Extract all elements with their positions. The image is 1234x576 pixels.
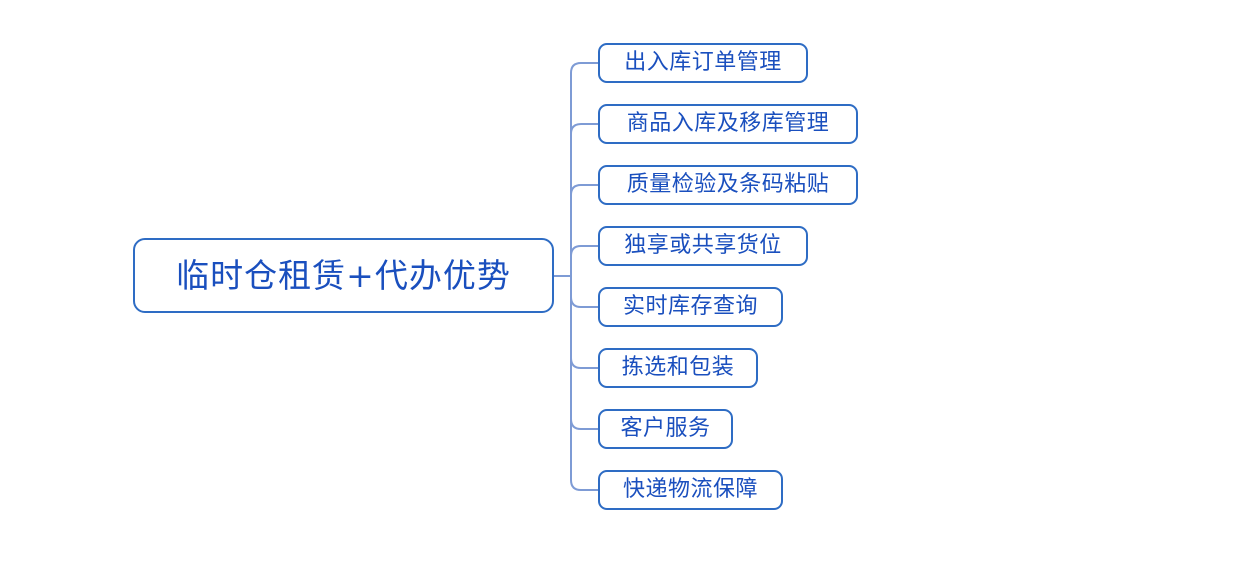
branch-node[interactable]: 独享或共享货位 bbox=[598, 226, 808, 266]
branch-node-label: 商品入库及移库管理 bbox=[626, 111, 830, 136]
branch-node-label: 快递物流保障 bbox=[622, 477, 758, 502]
branch-node[interactable]: 商品入库及移库管理 bbox=[598, 104, 858, 144]
branch-node[interactable]: 拣选和包装 bbox=[598, 348, 758, 388]
branch-node[interactable]: 快递物流保障 bbox=[598, 470, 783, 510]
branch-node-label: 出入库订单管理 bbox=[624, 50, 782, 75]
branch-node-label: 独享或共享货位 bbox=[624, 233, 782, 258]
branch-node[interactable]: 客户服务 bbox=[598, 409, 733, 449]
root-node[interactable]: 临时仓租赁+代办优势 bbox=[133, 238, 554, 313]
branch-node-label: 客户服务 bbox=[620, 416, 711, 441]
branch-node-label: 质量检验及条码粘贴 bbox=[626, 172, 830, 197]
root-node-label: 临时仓租赁+代办优势 bbox=[176, 256, 511, 295]
branch-node[interactable]: 实时库存查询 bbox=[598, 287, 783, 327]
branch-node[interactable]: 质量检验及条码粘贴 bbox=[598, 165, 858, 205]
branch-node-label: 拣选和包装 bbox=[621, 355, 735, 380]
branch-node-label: 实时库存查询 bbox=[622, 294, 758, 319]
branch-node[interactable]: 出入库订单管理 bbox=[598, 43, 808, 83]
